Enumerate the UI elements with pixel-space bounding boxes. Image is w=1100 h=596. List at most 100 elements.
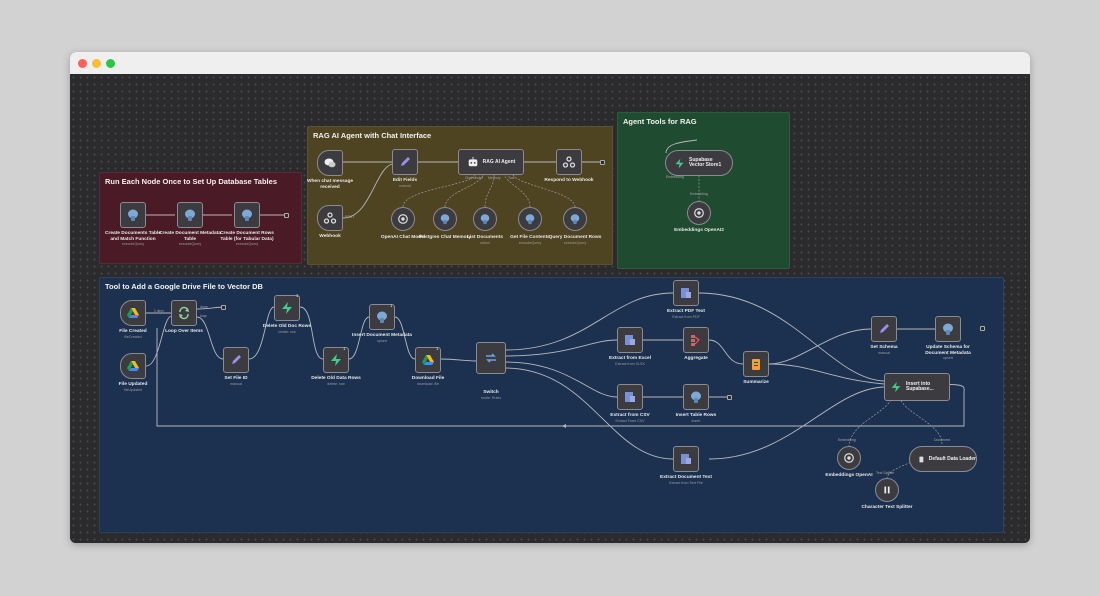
openai-icon xyxy=(398,214,408,224)
extract-document-text-node[interactable] xyxy=(673,446,699,472)
google-drive-icon xyxy=(422,355,434,365)
app-window: Run Each Node Once to Set Up Database Ta… xyxy=(70,52,1030,543)
port-tool: Tool xyxy=(508,176,515,180)
group-title: Run Each Node Once to Set Up Database Ta… xyxy=(105,177,277,186)
extract-icon xyxy=(681,288,691,298)
loop-over-items-label: Loop Over Items xyxy=(165,329,203,334)
extract-pdf-text-node[interactable] xyxy=(673,280,699,306)
character-text-splitter-label: Character Text Splitter xyxy=(861,505,913,510)
port-memory: Memory xyxy=(488,176,501,180)
add-node-handle[interactable] xyxy=(221,305,226,310)
document-icon xyxy=(919,456,924,462)
file-created-node[interactable] xyxy=(120,300,146,326)
query-document-rows-node[interactable] xyxy=(563,207,587,231)
add-node-handle[interactable] xyxy=(600,160,605,165)
port-embedding: Embedding xyxy=(666,175,684,179)
port-document: Document xyxy=(934,438,950,442)
delete-old-data-rows-node[interactable] xyxy=(323,347,349,373)
openai-chat-model-node[interactable] xyxy=(391,207,415,231)
file-updated-node[interactable] xyxy=(120,353,146,379)
postgres-icon xyxy=(185,209,195,221)
close-window-button[interactable] xyxy=(78,59,87,68)
supabase-icon xyxy=(331,354,341,366)
postgres-icon xyxy=(691,391,701,403)
webhook-icon xyxy=(323,212,337,224)
update-schema-node[interactable] xyxy=(935,316,961,342)
chat-icon xyxy=(324,158,336,168)
group-title: Agent Tools for RAG xyxy=(623,117,697,126)
webhook-node[interactable] xyxy=(317,205,343,231)
splitter-icon xyxy=(884,486,890,494)
port-chat-model: Chat Model xyxy=(465,176,483,180)
get-file-contents-node[interactable] xyxy=(518,207,542,231)
loop-over-items-node[interactable] xyxy=(171,300,197,326)
edit-fields-node[interactable] xyxy=(392,149,418,175)
embeddings-openai2-node[interactable] xyxy=(687,201,711,225)
chat-trigger-node[interactable] xyxy=(317,150,343,176)
set-schema-node[interactable] xyxy=(871,316,897,342)
postgres-chat-memory-label: Postgres Chat Memory xyxy=(418,235,472,240)
supabase-vector-store-node[interactable]: Supabase Vector Store1 xyxy=(665,150,733,176)
insert-table-rows-node[interactable] xyxy=(683,384,709,410)
supabase-vector-store-label: Supabase Vector Store1 xyxy=(689,157,722,168)
create-documents-table-node[interactable] xyxy=(120,202,146,228)
postgres-icon xyxy=(377,311,387,323)
aggregate-node[interactable] xyxy=(683,327,709,353)
minimize-window-button[interactable] xyxy=(92,59,101,68)
rag-agent-label: RAG AI Agent xyxy=(482,159,516,165)
maximize-window-button[interactable] xyxy=(106,59,115,68)
download-file-node[interactable] xyxy=(415,347,441,373)
default-data-loader-label: Default Data Loader xyxy=(928,456,976,462)
create-document-rows-node[interactable] xyxy=(234,202,260,228)
summarize-node[interactable] xyxy=(743,351,769,377)
postgres-chat-memory-node[interactable] xyxy=(433,207,457,231)
embeddings-openai-node[interactable] xyxy=(837,446,861,470)
add-node-handle[interactable] xyxy=(980,326,985,331)
insert-into-supabase-label: Insert into Supabase... xyxy=(906,381,934,392)
openai-icon xyxy=(694,208,704,218)
delete-old-doc-rows-node[interactable] xyxy=(274,295,300,321)
default-data-loader-node[interactable]: Default Data Loader xyxy=(909,446,977,472)
workflow-canvas[interactable]: Run Each Node Once to Set Up Database Ta… xyxy=(70,74,1030,543)
insert-into-supabase-node[interactable]: Insert into Supabase... xyxy=(884,373,950,401)
openai-chat-model-label: OpenAI Chat Model xyxy=(380,235,426,240)
aggregate-label: Aggregate xyxy=(684,356,708,361)
create-document-rows-label: Create Document Rows Table (for Tabular … xyxy=(220,231,274,247)
respond-to-webhook-label: Respond to Webhook xyxy=(544,178,594,183)
summarize-label: Summarize xyxy=(743,380,769,385)
add-node-handle[interactable] xyxy=(284,213,289,218)
group-title: RAG AI Agent with Chat Interface xyxy=(313,131,432,140)
switch-icon xyxy=(486,353,496,363)
aggregate-icon xyxy=(691,335,700,346)
port-embedding: Embedding xyxy=(690,192,708,196)
robot-icon xyxy=(468,156,477,167)
extract-from-csv-node[interactable] xyxy=(617,384,643,410)
extract-from-excel-node[interactable] xyxy=(617,327,643,353)
set-file-id-node[interactable] xyxy=(223,347,249,373)
respond-to-webhook-node[interactable] xyxy=(556,149,582,175)
pencil-icon xyxy=(880,324,889,333)
port-loop: loop xyxy=(200,314,207,318)
webhook-icon xyxy=(562,156,576,168)
character-text-splitter-node[interactable] xyxy=(875,478,899,502)
rag-agent-node[interactable]: RAG AI Agent xyxy=(458,149,524,175)
switch-node[interactable] xyxy=(476,342,506,374)
create-document-metadata-node[interactable] xyxy=(177,202,203,228)
insert-document-metadata-node[interactable] xyxy=(369,304,395,330)
list-documents-node[interactable] xyxy=(473,207,497,231)
group-title: Tool to Add a Google Drive File to Vecto… xyxy=(105,282,263,291)
add-node-handle[interactable] xyxy=(727,395,732,400)
postgres-icon xyxy=(128,209,138,221)
google-drive-icon xyxy=(127,361,139,371)
webhook-port-label: POST xyxy=(345,215,355,219)
